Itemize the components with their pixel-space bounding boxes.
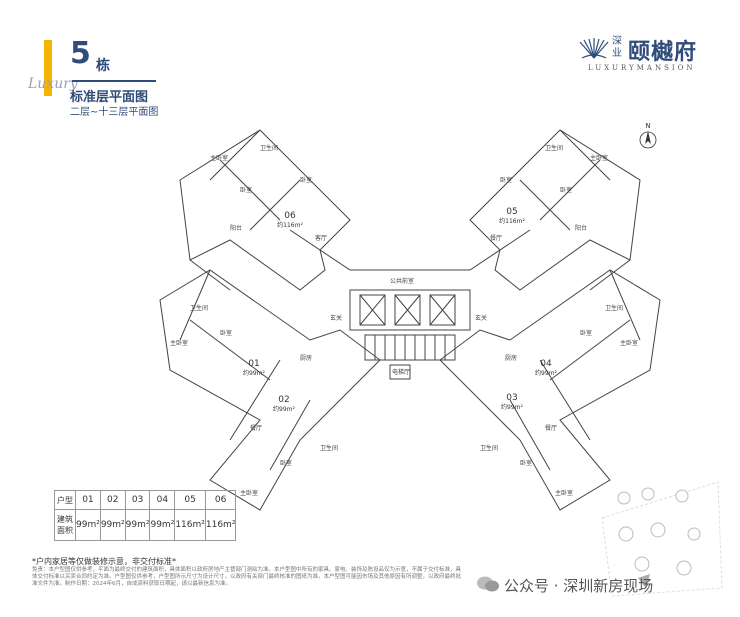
unit-num-06: 06 xyxy=(284,211,296,221)
disclaimer-body: 免责：本户型图仅供参考，平面为最终交付的建筑面积，具体面积以政府房地产主管部门测… xyxy=(32,567,462,587)
plan-title: 标准层平面图 xyxy=(70,90,149,105)
room-label: 卫生间 xyxy=(545,144,563,152)
unit-03-04-outline xyxy=(439,269,661,511)
unit-05-outline xyxy=(469,129,641,291)
logo-main-text: 颐樾府 xyxy=(628,40,698,65)
room-label: 客厅 xyxy=(315,234,327,242)
unit-area-04: 约99m² xyxy=(535,369,557,377)
room-label: 卧室 xyxy=(280,459,292,467)
area-table: 户型 01 02 03 04 05 06 建筑面积 99m² 99m² 99m²… xyxy=(54,490,237,541)
unit-num-03: 03 xyxy=(506,393,517,403)
room-label: 卫生间 xyxy=(480,444,498,452)
table-cell-area: 99m² xyxy=(99,509,126,541)
table-cell-area: 116m² xyxy=(204,509,237,541)
unit-num-04: 04 xyxy=(540,359,552,369)
room-label: 卧室 xyxy=(560,186,572,194)
table-cell-area: 116m² xyxy=(174,509,206,541)
room-label: 卧室 xyxy=(500,176,512,184)
room-label: 卫生间 xyxy=(260,144,278,152)
unit-num-02: 02 xyxy=(278,395,289,405)
table-cell-area: 99m² xyxy=(75,509,101,541)
table-cell-unit: 02 xyxy=(99,490,126,510)
room-label: 主卧室 xyxy=(210,154,228,162)
room-label: 玄关 xyxy=(475,314,487,322)
room-label: 阳台 xyxy=(575,224,587,232)
room-label: 玄关 xyxy=(330,314,342,322)
unit-area-06: 约116m² xyxy=(277,221,303,229)
room-label: 卫生间 xyxy=(605,304,623,312)
room-label: 餐厅 xyxy=(490,234,502,242)
unit-area-01: 约99m² xyxy=(243,369,265,377)
table-cell-unit: 01 xyxy=(75,490,101,510)
room-label: 阳台 xyxy=(230,224,242,232)
unit-area-02: 约99m² xyxy=(273,405,295,413)
room-label: 厨房 xyxy=(505,354,517,362)
table-cell-area: 99m² xyxy=(124,509,151,541)
room-label: 主卧室 xyxy=(170,339,188,347)
table-cell-unit: 03 xyxy=(124,490,151,510)
wechat-icon xyxy=(476,575,500,597)
table-header-unit: 户型 xyxy=(54,490,76,510)
logo-fan-icon xyxy=(578,38,610,64)
room-label: 卧室 xyxy=(580,329,592,337)
room-label: 卧室 xyxy=(220,329,232,337)
script-word: Luxury xyxy=(28,76,78,92)
room-label: 电梯厅 xyxy=(392,368,410,376)
logo-english-text: LUXURYMANSION xyxy=(588,64,696,72)
room-label: 卧室 xyxy=(300,176,312,184)
room-label: 主卧室 xyxy=(555,489,573,497)
building-number: 5 xyxy=(70,36,91,71)
table-cell-unit: 06 xyxy=(204,490,237,510)
room-label: 公共前室 xyxy=(390,277,414,285)
room-label: 卧室 xyxy=(240,186,252,194)
table-cell-unit: 04 xyxy=(149,490,176,510)
room-label: 厨房 xyxy=(300,354,312,362)
site-plan-thumbnail xyxy=(598,478,724,604)
table-header-area: 建筑面积 xyxy=(54,509,76,541)
disclaimer-headline: *户内家居等仅做装修示意，非交付标准* xyxy=(32,557,176,566)
floor-plan: 06 约116m² 05 约116m² 01 约99m² 02 约99m² 03… xyxy=(159,129,661,511)
unit-01-02-outline xyxy=(159,269,381,511)
room-label: 主卧室 xyxy=(620,339,638,347)
unit-num-01: 01 xyxy=(248,359,259,369)
north-arrow-icon: N xyxy=(638,120,658,154)
room-label: 卫生间 xyxy=(320,444,338,452)
room-label: 餐厅 xyxy=(250,424,262,432)
stair-block xyxy=(364,334,456,361)
building-suffix: 栋 xyxy=(96,58,110,74)
elevator-core xyxy=(349,289,471,331)
plan-subtitle: 二层~十三层平面图 xyxy=(70,107,159,118)
unit-area-05: 约116m² xyxy=(499,217,525,225)
table-cell-unit: 05 xyxy=(174,490,206,510)
room-label: 主卧室 xyxy=(590,154,608,162)
unit-num-05: 05 xyxy=(506,207,517,217)
room-label: 卫生间 xyxy=(190,304,208,312)
unit-06-outline xyxy=(179,129,351,291)
room-label: 卧室 xyxy=(520,459,532,467)
table-cell-area: 99m² xyxy=(149,509,176,541)
room-label: 主卧室 xyxy=(240,489,258,497)
title-underline xyxy=(72,80,156,82)
north-label: N xyxy=(645,122,650,130)
unit-area-03: 约99m² xyxy=(501,403,523,411)
room-label: 餐厅 xyxy=(545,424,557,432)
yellow-accent-bar xyxy=(44,40,52,96)
watermark-text: 公众号 · 深圳新房现场 xyxy=(504,577,654,595)
logo-small-text: 深业 xyxy=(612,36,622,59)
